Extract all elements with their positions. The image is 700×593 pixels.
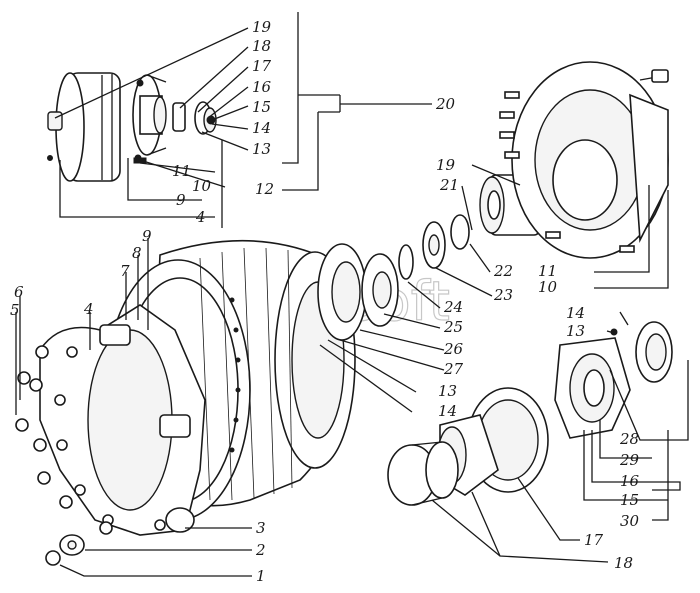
oil-seal-cup [317, 243, 367, 341]
callout-11-right: 11 [538, 262, 557, 280]
callout-15: 15 [252, 98, 271, 116]
callout-9: 9 [176, 191, 186, 209]
hub-studs [499, 91, 635, 253]
callout-12: 12 [255, 180, 274, 198]
callout-26: 26 [443, 340, 464, 358]
callout-4-spider: 4 [83, 300, 94, 318]
callout-23: 23 [493, 286, 513, 304]
callout-14-right: 14 [566, 304, 585, 322]
brake-spider-plate [39, 304, 206, 536]
callout-3: 3 [256, 519, 266, 537]
callout-29: 29 [619, 451, 640, 469]
callout-18: 18 [252, 37, 271, 55]
callout-28: 28 [619, 430, 639, 448]
callout-11: 11 [172, 162, 191, 180]
callout-14-center: 14 [438, 402, 457, 420]
callout-10: 10 [192, 177, 212, 195]
callout-30: 30 [620, 512, 640, 530]
callout-15-right: 15 [620, 491, 639, 509]
callout-19: 19 [252, 18, 272, 36]
wheel-studs-and-nuts [15, 345, 113, 566]
callout-27: 27 [443, 360, 464, 378]
callout-8: 8 [132, 244, 142, 262]
bearing-washers [398, 214, 470, 280]
top-small-bearing-parts [172, 101, 217, 135]
top-small-drum [47, 72, 121, 182]
inner-bearing-race [361, 253, 399, 327]
callout-14: 14 [252, 119, 271, 137]
callout-20: 20 [435, 95, 456, 113]
wheel-hub-flange [499, 61, 669, 259]
callout-2: 2 [255, 541, 266, 559]
drum-bolt-holes [229, 297, 241, 453]
callout-24: 24 [443, 298, 463, 316]
callout-labels: 19 18 17 16 15 14 13 20 11 10 9 12 4 19 … [10, 18, 640, 585]
callout-13: 13 [252, 140, 271, 158]
leader-lines [15, 12, 689, 577]
callout-9-drum: 9 [142, 227, 152, 245]
callout-17-bottom: 17 [584, 531, 604, 549]
callout-13-right: 13 [566, 322, 585, 340]
spider-bolt-holes [54, 346, 166, 531]
hub-cap-seal [610, 321, 673, 383]
callout-13-center: 13 [438, 382, 457, 400]
top-small-hub-flange [132, 74, 167, 164]
callout-6: 6 [14, 283, 24, 301]
callout-22: 22 [493, 262, 513, 280]
outer-bearing-cup [387, 441, 459, 506]
callout-16: 16 [252, 78, 272, 96]
callout-16-right: 16 [620, 472, 640, 490]
callout-5: 5 [10, 301, 20, 319]
callout-17: 17 [252, 57, 272, 75]
callout-7: 7 [120, 262, 130, 280]
callout-19-right: 19 [436, 156, 456, 174]
callout-4: 4 [195, 208, 206, 226]
callout-25: 25 [443, 318, 463, 336]
callout-21: 21 [439, 176, 459, 194]
callout-18-bottom: 18 [614, 554, 633, 572]
hub-cap-housing [554, 337, 631, 439]
callout-1: 1 [256, 567, 266, 585]
callout-10-right: 10 [538, 278, 558, 296]
